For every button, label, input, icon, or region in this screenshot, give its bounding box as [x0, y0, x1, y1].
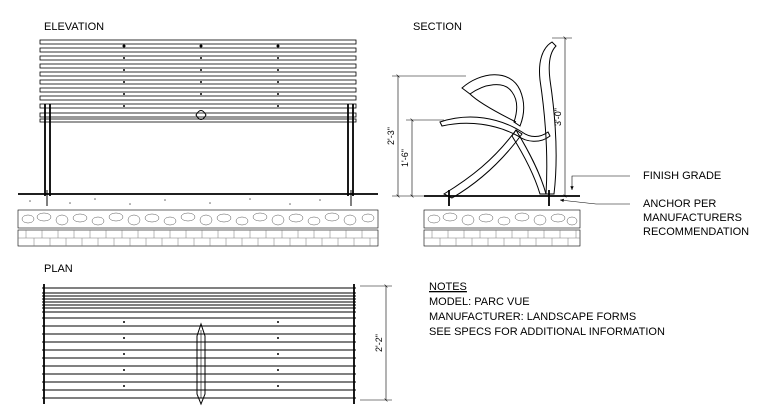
svg-text:1'-6": 1'-6"	[400, 149, 410, 167]
plan-view: PLAN	[42, 263, 392, 406]
section-gravel-stones	[427, 212, 578, 226]
section-anchors	[448, 190, 550, 206]
elevation-soil-specks	[29, 198, 321, 205]
callout-finish-grade: FINISH GRADE	[570, 170, 721, 190]
plan-center-support	[196, 322, 206, 406]
section-bench-frame	[439, 41, 557, 199]
section-gravel-base	[423, 209, 581, 229]
notes-block: NOTES MODEL: PARC VUE MANUFACTURER: LAND…	[429, 281, 665, 338]
svg-text:2'-2": 2'-2"	[374, 334, 384, 352]
svg-text:ANCHOR PER: ANCHOR PER	[643, 198, 716, 210]
svg-text:2'-3": 2'-3"	[386, 127, 396, 145]
elevation-legs	[44, 104, 354, 206]
elevation-fasteners	[122, 44, 280, 107]
elevation-seat-front	[39, 112, 357, 118]
svg-text:MANUFACTURERS: MANUFACTURERS	[643, 212, 742, 224]
callout-anchor: ANCHOR PER MANUFACTURERS RECOMMENDATION	[559, 198, 749, 238]
svg-text:RECOMMENDATION: RECOMMENDATION	[643, 226, 749, 238]
section-title: SECTION	[413, 21, 462, 33]
elevation-seat-rail	[39, 118, 357, 123]
dimension-back-height: 2'-3"	[386, 74, 466, 198]
elevation-center-support	[195, 110, 207, 120]
elevation-gravel-stones	[21, 212, 375, 226]
section-paving-pattern	[424, 230, 580, 246]
plan-fasteners	[123, 321, 279, 387]
plan-title: PLAN	[44, 263, 73, 275]
elevation-gravel-base	[17, 209, 379, 229]
dimension-plan-depth: 2'-2"	[360, 284, 392, 402]
notes-heading: NOTES	[429, 281, 467, 293]
svg-text:FINISH GRADE: FINISH GRADE	[643, 170, 721, 182]
elevation-paving-pattern	[18, 230, 378, 246]
dimension-seat-height: 1'-6"	[400, 118, 444, 198]
elevation-view: ELEVATION	[17, 21, 379, 247]
elevation-back-slats	[39, 39, 357, 109]
notes-line-specs: SEE SPECS FOR ADDITIONAL INFORMATION	[429, 326, 665, 338]
plan-slats	[42, 287, 356, 399]
elevation-title: ELEVATION	[44, 21, 104, 33]
notes-line-manufacturer: MANUFACTURER: LANDSCAPE FORMS	[429, 311, 636, 323]
notes-line-model: MODEL: PARC VUE	[429, 296, 530, 308]
section-view: SECTION	[386, 21, 749, 247]
dimension-overall-height: 3'-0"	[552, 36, 572, 198]
svg-text:3'-0": 3'-0"	[553, 108, 563, 126]
plan-end-frames	[43, 284, 355, 404]
